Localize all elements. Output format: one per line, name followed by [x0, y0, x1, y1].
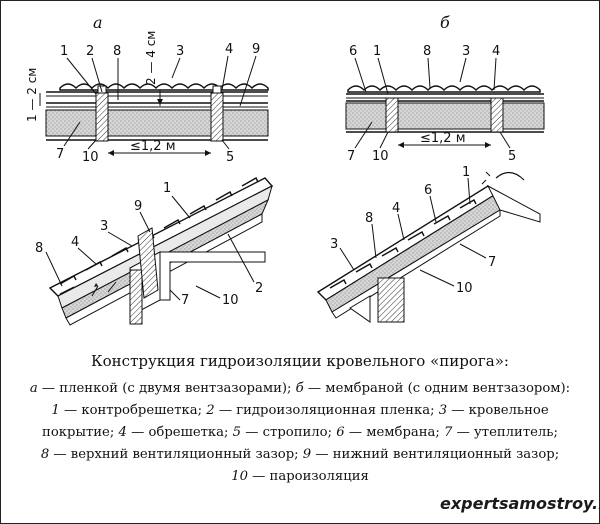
- svg-text:10: 10: [222, 293, 239, 308]
- section-b: б ≤1,2 м 6 1 8 3 4 7 10 5: [345, 13, 545, 164]
- svg-text:3: 3: [176, 44, 184, 59]
- svg-text:8: 8: [113, 44, 121, 59]
- perspective-a: 1 2 3 4 9 8 7 10: [35, 177, 274, 326]
- svg-text:5: 5: [508, 149, 516, 164]
- svg-text:3: 3: [100, 219, 108, 234]
- svg-text:8: 8: [35, 241, 43, 256]
- caption-line-3: покрытие; 4 — обрешетка; 5 — стропило; 6…: [42, 425, 558, 440]
- caption-title: Конструкция гидроизоляции кровельного «п…: [91, 352, 509, 370]
- svg-text:6: 6: [424, 183, 432, 198]
- svg-text:2: 2: [86, 44, 94, 59]
- svg-text:4: 4: [392, 201, 400, 216]
- svg-text:7: 7: [181, 293, 189, 308]
- caption-line-4: 8 — верхний вентиляционный зазор; 9 — ни…: [40, 447, 560, 462]
- dim-2-4: 2 — 4 см: [144, 31, 158, 85]
- svg-text:10: 10: [82, 150, 99, 165]
- roof-diagram: а 2 — 4 см 1 — 2 см ≤1,2 м: [25, 13, 545, 326]
- svg-text:10: 10: [456, 281, 473, 296]
- perspective-b: 8 4 6 1 3 7 10: [316, 165, 541, 323]
- panel-b-label: б: [440, 13, 450, 32]
- caption-line-5: 10 — пароизоляция: [231, 469, 369, 484]
- svg-text:4: 4: [71, 235, 79, 250]
- svg-text:7: 7: [56, 147, 64, 162]
- svg-text:7: 7: [347, 149, 355, 164]
- roofing-wave-a: [59, 83, 269, 91]
- site-watermark: expertsamostroy.ru: [440, 494, 600, 513]
- section-a: а 2 — 4 см 1 — 2 см ≤1,2 м: [25, 13, 269, 165]
- svg-text:1: 1: [163, 181, 171, 196]
- svg-text:≤1,2 м: ≤1,2 м: [420, 131, 466, 146]
- panel-a-label: а: [93, 13, 103, 32]
- svg-text:8: 8: [423, 44, 431, 59]
- svg-text:6: 6: [349, 44, 357, 59]
- caption-line-2: 1 — контробрешетка; 2 — гидроизоляционна…: [51, 403, 549, 418]
- svg-text:8: 8: [365, 211, 373, 226]
- svg-text:9: 9: [252, 42, 260, 57]
- svg-text:2: 2: [255, 281, 263, 296]
- svg-text:1: 1: [373, 44, 381, 59]
- svg-text:5: 5: [226, 150, 234, 165]
- svg-text:3: 3: [330, 237, 338, 252]
- svg-text:7: 7: [488, 255, 496, 270]
- svg-text:1: 1: [60, 44, 68, 59]
- svg-text:4: 4: [492, 44, 500, 59]
- svg-text:4: 4: [225, 42, 233, 57]
- caption-body: а — пленкой (с двумя вентзазорами); б — …: [0, 378, 600, 488]
- dim-span-a: ≤1,2 м: [130, 139, 176, 154]
- svg-text:10: 10: [372, 149, 389, 164]
- dim-1-2: 1 — 2 см: [25, 68, 39, 122]
- svg-text:1: 1: [462, 165, 470, 180]
- svg-text:9: 9: [134, 199, 142, 214]
- caption-line-1: а — пленкой (с двумя вентзазорами); б — …: [29, 381, 571, 396]
- svg-text:3: 3: [462, 44, 470, 59]
